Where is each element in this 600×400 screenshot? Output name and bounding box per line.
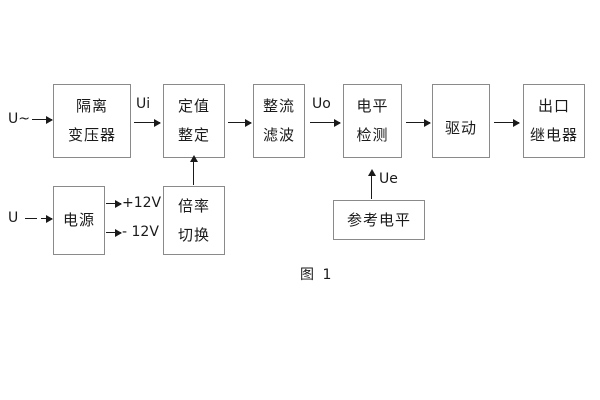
block-setting-value-line1: 定值 (177, 97, 210, 115)
block-setting-value-line2: 整定 (177, 126, 210, 144)
block-output-relay-line2: 继电器 (529, 126, 578, 144)
block-power-supply-line1: 电源 (62, 211, 95, 229)
signal-ue-label: Ue (379, 171, 398, 187)
block-reference-level: 参考电平 (333, 200, 425, 240)
arrow-rail-positive (106, 199, 122, 208)
block-multiplier-switch-line1: 倍率 (177, 196, 210, 215)
block-level-detection-line2: 检测 (356, 126, 389, 144)
block-setting-value: 定值 整定 (163, 84, 225, 158)
arrow-level-to-drive (406, 118, 431, 127)
block-power-supply: 电源 (53, 186, 105, 255)
arrow-reference-to-level (367, 169, 376, 199)
arrow-drive-to-relay (494, 118, 520, 127)
block-isolation-transformer-line2: 变压器 (67, 126, 116, 144)
block-drive-label: 驱动 (444, 118, 477, 137)
block-drive: 驱动 (432, 84, 490, 158)
arrow-uo (310, 118, 341, 127)
block-rectify-filter: 整流 滤波 (253, 84, 305, 158)
signal-uo-label: Uo (312, 96, 331, 112)
block-level-detection-line1: 电平 (356, 97, 389, 115)
arrow-input-ac (32, 115, 53, 124)
block-isolation-transformer: 隔离 变压器 (53, 84, 131, 158)
arrow-rail-negative (106, 228, 122, 237)
block-output-relay: 出口 继电器 (523, 84, 585, 158)
block-multiplier-switch-line2: 切换 (177, 225, 210, 244)
rail-negative-label: - 12V (122, 224, 159, 240)
block-multiplier-switch: 倍率 切换 (163, 186, 225, 255)
block-rectify-filter-line1: 整流 (262, 97, 295, 115)
rail-positive-label: +12V (122, 195, 162, 211)
dash-input-dc (25, 218, 37, 219)
block-level-detection: 电平 检测 (343, 84, 402, 158)
input-dc-label: U (8, 210, 19, 226)
figure-caption: 图 1 (300, 267, 334, 283)
arrow-multiplier-to-setting (189, 155, 198, 185)
block-output-relay-line1: 出口 (537, 97, 570, 115)
arrow-ui (134, 118, 161, 127)
block-rectify-filter-line2: 滤波 (262, 126, 295, 144)
block-isolation-transformer-line1: 隔离 (75, 97, 108, 115)
arrow-setting-to-rectify (228, 118, 252, 127)
signal-ui-label: Ui (136, 96, 151, 112)
input-ac-label: U~ (8, 111, 30, 127)
block-reference-level-line1: 参考电平 (346, 210, 411, 229)
arrow-input-dc (41, 214, 53, 223)
